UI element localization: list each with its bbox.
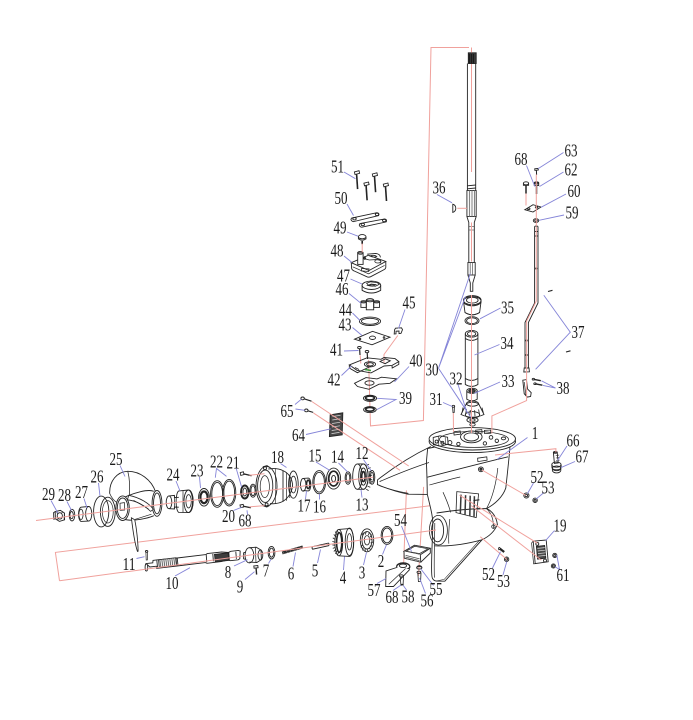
svg-text:52: 52 (531, 467, 544, 487)
svg-text:8: 8 (225, 562, 232, 582)
svg-text:48: 48 (331, 241, 344, 261)
svg-text:31: 31 (430, 389, 443, 409)
svg-text:18: 18 (271, 447, 284, 467)
svg-text:55: 55 (430, 579, 443, 599)
svg-text:19: 19 (554, 516, 567, 536)
svg-text:6: 6 (288, 564, 295, 584)
svg-text:30: 30 (426, 360, 439, 380)
svg-text:1: 1 (532, 423, 539, 443)
svg-text:64: 64 (292, 425, 305, 445)
svg-text:11: 11 (123, 554, 136, 574)
svg-text:3: 3 (359, 563, 366, 583)
svg-text:68: 68 (386, 587, 399, 607)
svg-text:26: 26 (91, 467, 104, 487)
svg-text:32: 32 (450, 369, 463, 389)
svg-text:52: 52 (482, 564, 495, 584)
svg-text:58: 58 (402, 587, 415, 607)
svg-text:47: 47 (337, 266, 350, 286)
svg-text:46: 46 (336, 279, 349, 299)
svg-text:61: 61 (557, 565, 570, 585)
svg-text:29: 29 (42, 484, 55, 504)
svg-text:24: 24 (167, 465, 180, 485)
svg-text:39: 39 (399, 388, 412, 408)
svg-text:50: 50 (335, 188, 348, 208)
svg-text:54: 54 (394, 510, 407, 530)
svg-text:68: 68 (239, 511, 252, 531)
svg-text:23: 23 (191, 461, 204, 481)
svg-text:67: 67 (576, 447, 589, 467)
svg-text:51: 51 (331, 157, 344, 177)
svg-text:40: 40 (410, 351, 423, 371)
svg-text:10: 10 (166, 573, 179, 593)
svg-text:38: 38 (557, 378, 570, 398)
svg-text:34: 34 (501, 333, 514, 353)
svg-text:12: 12 (356, 443, 369, 463)
svg-text:62: 62 (565, 160, 578, 180)
svg-text:35: 35 (501, 298, 514, 318)
svg-text:17: 17 (298, 496, 311, 516)
svg-text:5: 5 (312, 561, 319, 581)
svg-text:53: 53 (497, 571, 510, 591)
svg-text:2: 2 (378, 551, 385, 571)
svg-text:68: 68 (515, 149, 528, 169)
svg-text:22: 22 (210, 452, 223, 472)
svg-text:57: 57 (368, 580, 381, 600)
svg-text:21: 21 (227, 453, 240, 473)
svg-text:16: 16 (313, 497, 326, 517)
svg-text:45: 45 (403, 293, 416, 313)
svg-text:13: 13 (356, 495, 369, 515)
svg-text:65: 65 (281, 401, 294, 421)
svg-text:43: 43 (339, 315, 352, 335)
svg-text:66: 66 (567, 431, 580, 451)
svg-text:9: 9 (237, 577, 244, 597)
svg-text:20: 20 (222, 506, 235, 526)
svg-text:25: 25 (110, 449, 123, 469)
svg-text:4: 4 (340, 568, 347, 588)
svg-text:33: 33 (502, 371, 515, 391)
svg-text:28: 28 (58, 485, 71, 505)
svg-text:49: 49 (334, 218, 347, 238)
svg-text:7: 7 (263, 561, 270, 581)
svg-text:60: 60 (568, 181, 581, 201)
svg-text:27: 27 (75, 482, 88, 502)
svg-text:42: 42 (328, 370, 341, 390)
svg-text:63: 63 (565, 141, 578, 161)
svg-text:36: 36 (433, 178, 446, 198)
svg-text:14: 14 (331, 447, 344, 467)
svg-text:53: 53 (542, 478, 555, 498)
svg-text:41: 41 (330, 340, 343, 360)
svg-text:56: 56 (421, 591, 434, 611)
svg-text:59: 59 (566, 203, 579, 223)
svg-text:15: 15 (309, 446, 322, 466)
svg-text:44: 44 (339, 300, 352, 320)
svg-text:37: 37 (572, 322, 585, 342)
